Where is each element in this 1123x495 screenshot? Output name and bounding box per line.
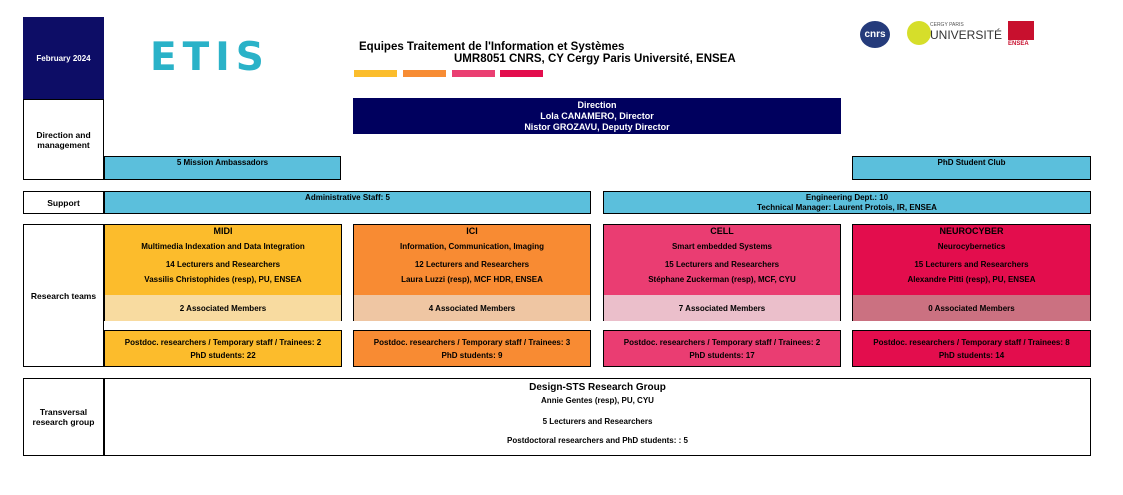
admin-staff-label: Administrative Staff: 5 xyxy=(305,193,390,202)
direction-title: Direction xyxy=(577,99,617,110)
team-staff-neurocyber: Postdoc. researchers / Temporary staff /… xyxy=(852,330,1091,367)
row-label-research-text: Research teams xyxy=(30,290,97,301)
etis-logo-text: ETIS xyxy=(150,35,270,80)
transversal-group-postdocs: Postdoctoral researchers and PhD student… xyxy=(507,436,688,445)
team-name: NEUROCYBER xyxy=(939,226,1004,236)
team-subtitle: Multimedia Indexation and Data Integrati… xyxy=(141,242,305,251)
team-postdoc-count: Postdoc. researchers / Temporary staff /… xyxy=(124,337,322,347)
team-lecturers: 14 Lecturers and Researchers xyxy=(165,260,281,269)
color-strip-4 xyxy=(500,70,543,77)
mission-ambassadors-box: 5 Mission Ambassadors xyxy=(104,156,341,180)
engineering-count: Engineering Dept.: 10 xyxy=(805,192,889,202)
team-subtitle: Smart embedded Systems xyxy=(671,242,773,251)
team-associated-label: 7 Associated Members xyxy=(678,303,766,313)
team-associated-members: 2 Associated Members xyxy=(105,295,341,321)
team-subtitle: Information, Communication, Imaging xyxy=(400,242,544,251)
transversal-group-lecturers: 5 Lecturers and Researchers xyxy=(542,417,653,426)
mission-ambassadors-label: 5 Mission Ambassadors xyxy=(176,158,269,167)
row-label-research: Research teams xyxy=(23,224,104,367)
team-name: CELL xyxy=(710,226,734,236)
team-associated-label: 0 Associated Members xyxy=(928,303,1015,313)
team-card-neurocyber: NEUROCYBER Neurocybernetics 15 Lecturers… xyxy=(852,224,1091,321)
admin-staff-box: Administrative Staff: 5 xyxy=(104,191,591,214)
cy-logo-text: UNIVERSITÉ xyxy=(930,28,1003,42)
lab-title: Equipes Traitement de l'Information et S… xyxy=(359,41,625,53)
color-strip-2 xyxy=(403,70,446,77)
team-card-midi: MIDI Multimedia Indexation and Data Inte… xyxy=(104,224,342,321)
team-associated-members: 0 Associated Members xyxy=(853,295,1090,321)
row-label-direction-text: Direction and management xyxy=(36,129,91,150)
row-label-support: Support xyxy=(23,191,104,214)
team-lead: Laura Luzzi (resp), MCF HDR, ENSEA xyxy=(401,275,543,284)
team-subtitle: Neurocybernetics xyxy=(937,242,1006,251)
cy-logo-mark xyxy=(907,21,931,45)
team-associated-label: 4 Associated Members xyxy=(428,303,516,313)
date-label: February 2024 xyxy=(36,53,91,63)
transversal-group-lead: Annie Gentes (resp), PU, CYU xyxy=(541,396,654,405)
phd-club-label: PhD Student Club xyxy=(937,158,1006,167)
team-name: MIDI xyxy=(213,226,233,236)
lab-subtitle: UMR8051 CNRS, CY Cergy Paris Université,… xyxy=(454,53,736,65)
transversal-group-title: Design-STS Research Group xyxy=(529,382,666,393)
team-associated-members: 4 Associated Members xyxy=(354,295,590,321)
deputy-director-name: Nistor GROZAVU, Deputy Director xyxy=(524,121,670,132)
team-lecturers: 12 Lecturers and Researchers xyxy=(414,260,530,269)
team-phd-count: PhD students: 22 xyxy=(190,350,256,360)
technical-manager: Technical Manager: Laurent Protois, IR, … xyxy=(757,202,937,212)
transversal-group-box: Design-STS Research Group Annie Gentes (… xyxy=(104,378,1091,456)
team-phd-count: PhD students: 14 xyxy=(938,350,1005,360)
engineering-box: Engineering Dept.: 10 Technical Manager:… xyxy=(603,191,1091,214)
team-lead: Stéphane Zuckerman (resp), MCF, CYU xyxy=(648,275,796,284)
ensea-logo-text: ENSEA xyxy=(1008,41,1029,47)
team-postdoc-count: Postdoc. researchers / Temporary staff /… xyxy=(623,337,821,347)
team-card-cell: CELL Smart embedded Systems 15 Lecturers… xyxy=(603,224,841,321)
team-lecturers: 15 Lecturers and Researchers xyxy=(664,260,780,269)
cy-logo-small-text: CERGY PARIS xyxy=(930,22,964,28)
ensea-logo-mark xyxy=(1008,21,1034,40)
team-lead: Vassilis Christophides (resp), PU, ENSEA xyxy=(144,275,302,284)
team-associated-members: 7 Associated Members xyxy=(604,295,840,321)
director-name: Lola CANAMERO, Director xyxy=(540,110,654,121)
team-staff-midi: Postdoc. researchers / Temporary staff /… xyxy=(104,330,342,367)
team-lead: Alexandre Pitti (resp), PU, ENSEA xyxy=(907,275,1036,284)
team-lecturers: 15 Lecturers and Researchers xyxy=(914,260,1029,269)
color-strip-1 xyxy=(354,70,397,77)
team-card-ici: ICI Information, Communication, Imaging … xyxy=(353,224,591,321)
team-phd-count: PhD students: 9 xyxy=(441,350,503,360)
team-postdoc-count: Postdoc. researchers / Temporary staff /… xyxy=(873,337,1070,347)
team-phd-count: PhD students: 17 xyxy=(689,350,755,360)
color-strip-3 xyxy=(452,70,495,77)
row-label-transversal-text: Transversal research group xyxy=(32,407,95,427)
team-associated-label: 2 Associated Members xyxy=(179,303,267,313)
team-postdoc-count: Postdoc. researchers / Temporary staff /… xyxy=(373,337,571,347)
row-label-direction: Direction and management xyxy=(23,99,104,180)
team-staff-cell: Postdoc. researchers / Temporary staff /… xyxy=(603,330,841,367)
cnrs-logo-text: cnrs xyxy=(864,29,886,40)
direction-box: Direction Lola CANAMERO, Director Nistor… xyxy=(353,98,841,134)
etis-logo: ETIS xyxy=(150,35,270,80)
cnrs-logo: cnrs xyxy=(860,21,890,48)
team-staff-ici: Postdoc. researchers / Temporary staff /… xyxy=(353,330,591,367)
row-label-transversal: Transversal research group xyxy=(23,378,104,456)
phd-club-box: PhD Student Club xyxy=(852,156,1091,180)
date-badge: February 2024 xyxy=(23,17,104,99)
row-label-support-text: Support xyxy=(47,197,80,208)
team-name: ICI xyxy=(466,226,478,236)
